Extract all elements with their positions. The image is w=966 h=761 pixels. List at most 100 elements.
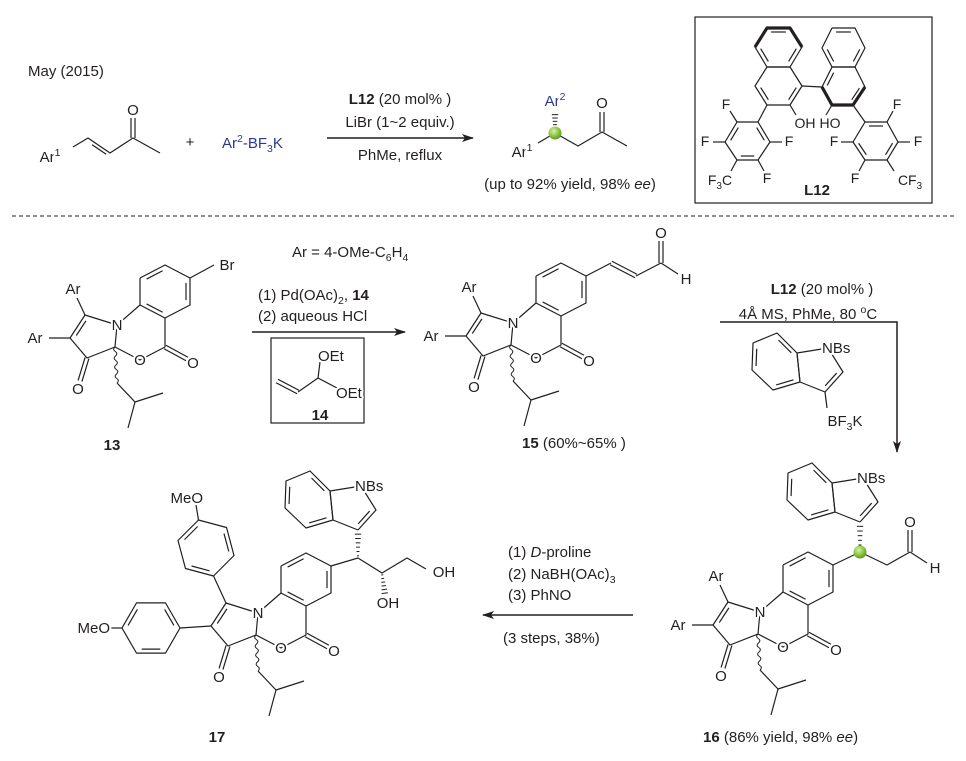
text-run: NBs [822, 340, 850, 357]
bond [465, 312, 514, 357]
bond [660, 262, 679, 275]
double-bond-line [788, 87, 797, 100]
text-run: O [596, 95, 608, 112]
double-bond-line [811, 509, 829, 516]
text-run: (86% yield, 98% [720, 729, 837, 746]
bond [284, 470, 334, 529]
ar1-label: Ar1 [40, 147, 61, 166]
text-run: (60%~65% ) [539, 435, 626, 452]
bond [806, 635, 830, 649]
indole-nitrogen-label: NBs [822, 340, 850, 357]
bond [585, 262, 612, 277]
aryl-label: Ar [424, 328, 439, 345]
text-run: O [777, 639, 789, 656]
text-run: Ar [709, 568, 724, 585]
bond [730, 159, 738, 172]
bond [821, 27, 866, 68]
atom-label: H [930, 560, 941, 577]
atom-label: O [904, 514, 916, 531]
bond [801, 85, 823, 88]
text-run: May (2015) [28, 63, 104, 80]
bond [611, 260, 638, 275]
bond [720, 644, 729, 668]
bond [255, 606, 307, 649]
bold-bond [820, 86, 867, 107]
bond [165, 344, 189, 358]
text-run: Ar [66, 281, 81, 298]
bond [512, 380, 560, 401]
text-run: (2) NaBH(OAc) [508, 566, 610, 583]
bond [116, 304, 141, 326]
double-bond-line [75, 320, 87, 336]
text-run: O [275, 640, 287, 657]
stereocenter-marker [853, 545, 867, 559]
text-run: BF [827, 413, 846, 430]
bond [127, 401, 136, 429]
atom-label: O [134, 352, 146, 369]
text-run: N [508, 315, 519, 332]
bond [306, 632, 330, 646]
bond [724, 121, 771, 161]
step3-condition-1: (1) D-proline [508, 544, 591, 561]
text-run: OEt [336, 385, 363, 402]
bond [759, 591, 784, 613]
scheme-title: May (2015) [28, 63, 104, 80]
bond [824, 391, 828, 409]
bond [381, 588, 388, 591]
text-run: 1 [55, 147, 61, 159]
text-run: Ar = 4-OMe-C [292, 244, 386, 261]
atom-label: F [722, 96, 731, 112]
bond [218, 645, 227, 669]
text-run: (up to 92% yield, 98% [484, 176, 634, 193]
bond [114, 318, 166, 361]
bond [477, 356, 486, 380]
text-run: ) [651, 176, 656, 193]
bond [808, 631, 832, 645]
double-bond-line [790, 478, 793, 497]
atom-label: F [763, 170, 772, 186]
bond [317, 377, 338, 389]
bond [72, 137, 161, 154]
bond [116, 382, 164, 403]
double-bond-line [760, 87, 769, 100]
bond [257, 670, 305, 691]
text-run: (3 steps, 38%) [503, 630, 600, 647]
atom-label: O [213, 669, 225, 686]
hashed-wedge-bond [856, 525, 864, 551]
text-run: O [328, 643, 340, 660]
bond [268, 689, 277, 717]
atom-label: O [275, 640, 287, 657]
double-bond-line [184, 526, 199, 541]
double-bond-line [756, 127, 765, 141]
double-bond-line [730, 127, 739, 141]
bond [751, 332, 801, 391]
double-bond-line [788, 48, 797, 62]
double-bond-line [885, 142, 894, 156]
text-run: (1) [508, 544, 531, 561]
aryl-trifluoroborate-reagent: Ar2-BF3K [222, 133, 283, 155]
ethoxy-label: OEt [318, 348, 345, 365]
text-run: 3 [847, 421, 853, 433]
text-run: Ar [28, 330, 43, 347]
text-run: 2 [237, 133, 243, 145]
double-bond-line [223, 533, 230, 552]
text-run: F [851, 170, 860, 186]
bond [381, 592, 388, 595]
text-run: O [530, 350, 542, 367]
text-run: 16 [703, 729, 720, 746]
text-run: NBs [857, 470, 885, 487]
text-run: Ar [545, 93, 560, 110]
double-bond-line [858, 142, 867, 156]
bond [789, 104, 797, 116]
text-run: 4Å MS, PhMe, 80 [739, 306, 861, 323]
wavy-bond [254, 634, 260, 672]
hashed-wedge-bond [354, 533, 362, 557]
bond [719, 584, 729, 603]
text-run: O [904, 514, 916, 531]
bond [759, 669, 807, 690]
double-bond-line [311, 477, 325, 492]
aryl-definition: Ar = 4-OMe-C6H4 [292, 244, 408, 264]
